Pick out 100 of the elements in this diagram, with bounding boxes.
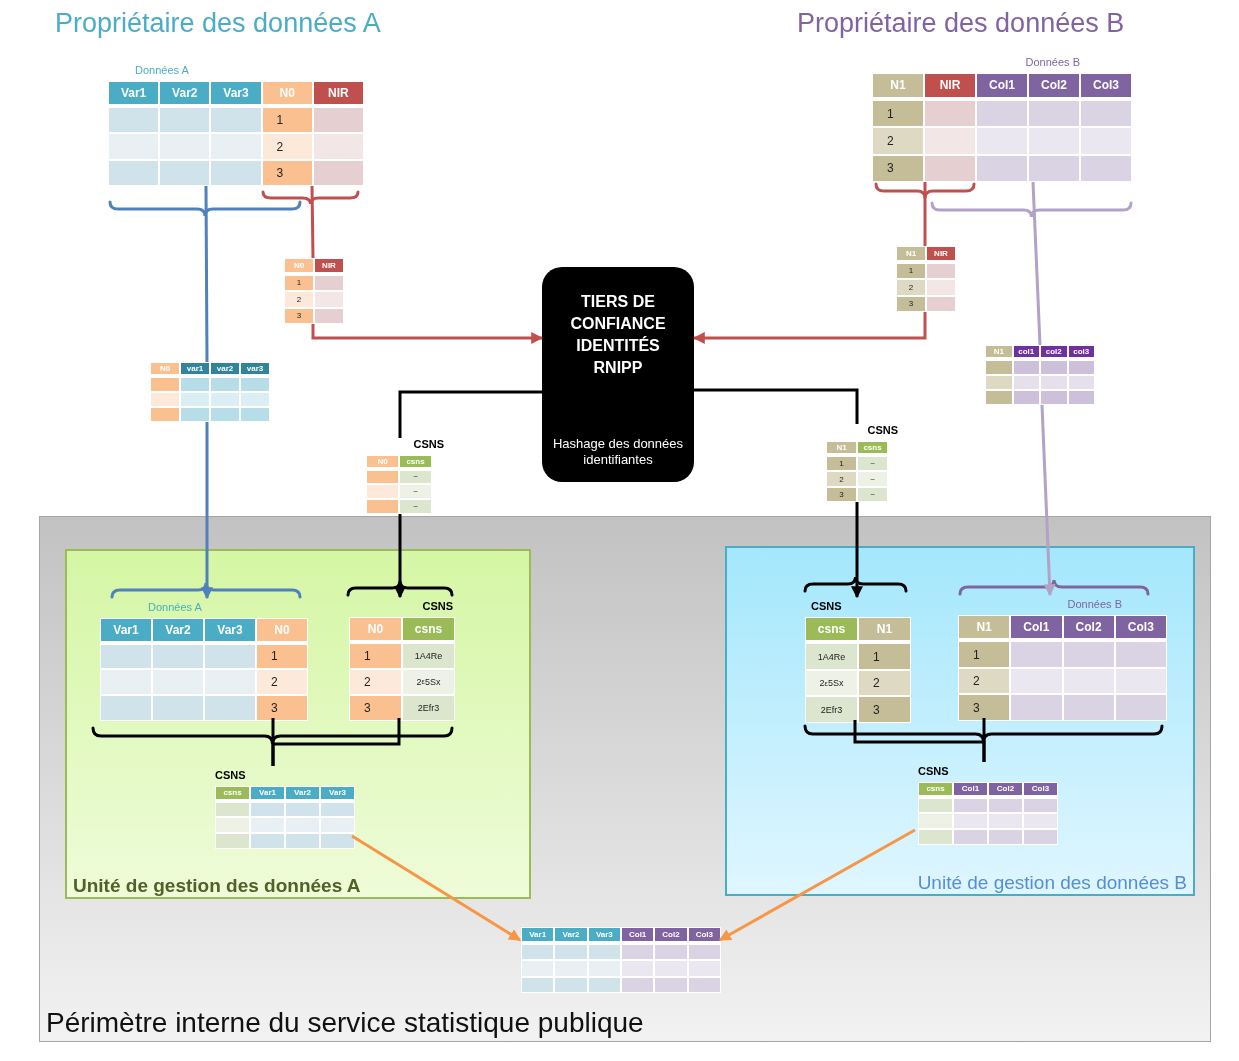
column-header: NIR bbox=[313, 81, 363, 105]
table-caption: CSNS bbox=[918, 765, 949, 777]
table-caption: Données A bbox=[135, 64, 189, 76]
table-cell: 2 bbox=[350, 669, 401, 694]
arrow bbox=[394, 514, 406, 599]
table-caption: CSNS bbox=[215, 769, 246, 781]
table-caption: CSNS bbox=[867, 424, 898, 436]
table-cell: ~ bbox=[400, 470, 431, 484]
column-header: var3 bbox=[241, 363, 269, 374]
table-cell: 3 bbox=[350, 695, 401, 720]
column-header: var1 bbox=[181, 363, 209, 374]
column-header: Var3 bbox=[205, 618, 255, 641]
table-cell: 2 bbox=[827, 472, 856, 486]
region-area bbox=[65, 549, 531, 899]
column-header: N0 bbox=[262, 81, 312, 105]
table-cell: ~ bbox=[400, 500, 431, 513]
column-header: Col2 bbox=[989, 782, 1022, 795]
box-title: TIERS DE CONFIANCE IDENTITÉS RNIPP bbox=[569, 292, 667, 378]
table-caption: Données B bbox=[1025, 56, 1080, 68]
table-cell: 2 bbox=[285, 292, 313, 307]
table-cell: 1A4Re bbox=[403, 643, 454, 668]
region-area bbox=[39, 516, 1211, 1042]
column-header: N0 bbox=[257, 618, 307, 641]
connector-line bbox=[982, 718, 986, 762]
process-box bbox=[542, 267, 694, 482]
column-header: Var3 bbox=[321, 786, 354, 799]
column-header: csns bbox=[919, 782, 952, 795]
column-header: N0 bbox=[367, 455, 398, 467]
table-caption: Données B bbox=[1067, 598, 1122, 610]
connector-line bbox=[923, 182, 927, 246]
column-header: Col3 bbox=[1024, 782, 1057, 795]
arrow bbox=[201, 422, 213, 600]
table-cell: 1 bbox=[285, 275, 313, 290]
column-header: col1 bbox=[1013, 346, 1039, 357]
table-cell: 2 bbox=[873, 128, 923, 154]
connector-line bbox=[398, 390, 542, 438]
column-header: N1 bbox=[859, 617, 910, 641]
table-cell: 1 bbox=[350, 643, 401, 668]
column-header: csns bbox=[806, 617, 857, 641]
box-description: Hashage des données identifiantes bbox=[552, 436, 684, 468]
region-label: Périmètre interne du service statistique publique bbox=[46, 1007, 644, 1039]
table-caption: Données A bbox=[148, 601, 202, 613]
column-header: Var2 bbox=[160, 81, 210, 105]
table-cell: 3 bbox=[959, 695, 1010, 720]
column-header: var2 bbox=[211, 363, 239, 374]
table-cell: 1 bbox=[257, 644, 307, 669]
column-header: Var2 bbox=[286, 786, 319, 799]
column-header: Var3 bbox=[211, 81, 261, 105]
column-header: Var3 bbox=[588, 928, 620, 941]
table-cell: 2 bbox=[859, 670, 910, 696]
table-cell: 2 bbox=[257, 670, 307, 695]
table-cell: 2Efr3 bbox=[403, 695, 454, 720]
column-header: Col2 bbox=[1029, 73, 1079, 98]
table-cell: 3 bbox=[262, 160, 312, 185]
column-header: NIR bbox=[927, 247, 955, 260]
table-caption: CSNS bbox=[413, 438, 444, 450]
column-header: csns bbox=[403, 617, 454, 640]
table-caption: CSNS bbox=[811, 600, 842, 612]
column-header: Var1 bbox=[522, 928, 554, 941]
table-cell: 2 bbox=[897, 280, 925, 295]
table-cell: 1A4Re bbox=[806, 644, 857, 669]
arrow bbox=[718, 828, 916, 942]
column-header: N1 bbox=[986, 346, 1012, 357]
column-header: N1 bbox=[959, 615, 1010, 639]
table-cell: 1 bbox=[262, 108, 312, 133]
table-cell: 1 bbox=[859, 644, 910, 669]
column-header: NIR bbox=[315, 259, 343, 272]
table-cell: 1 bbox=[873, 101, 923, 127]
column-header: col2 bbox=[1041, 346, 1067, 357]
connector-line bbox=[271, 718, 401, 766]
column-header: Col1 bbox=[977, 73, 1027, 98]
column-header: csns bbox=[400, 455, 431, 467]
column-header: N0 bbox=[350, 617, 401, 640]
table-cell: 3 bbox=[859, 697, 910, 722]
column-header: Var2 bbox=[153, 618, 203, 641]
owner-heading: Propriétaire des données A bbox=[55, 8, 381, 39]
table-cell: ~ bbox=[400, 485, 431, 499]
column-header: Var1 bbox=[109, 81, 159, 105]
connector-line bbox=[694, 388, 859, 424]
table-cell: 3 bbox=[827, 487, 856, 501]
column-header: N0 bbox=[151, 363, 179, 374]
column-header: Col2 bbox=[1063, 615, 1114, 639]
table-cell: ~ bbox=[858, 487, 887, 501]
table-caption: CSNS bbox=[422, 600, 453, 612]
column-header: N1 bbox=[873, 73, 923, 98]
connector-line bbox=[310, 185, 315, 259]
region-label: Unité de gestion des données B bbox=[917, 872, 1187, 894]
arrow bbox=[351, 834, 521, 942]
table-cell: 1 bbox=[959, 642, 1010, 667]
table-cell: ~ bbox=[858, 472, 887, 486]
column-header: csns bbox=[216, 786, 249, 799]
column-header: N1 bbox=[897, 247, 925, 260]
column-header: N1 bbox=[827, 441, 856, 454]
table-cell: 2 bbox=[262, 134, 312, 159]
region-label: Unité de gestion des données A bbox=[73, 875, 361, 897]
column-header: csns bbox=[858, 441, 887, 454]
column-header: Col3 bbox=[1081, 73, 1131, 98]
arrow bbox=[311, 324, 544, 344]
table-cell: 2 bbox=[959, 668, 1010, 694]
arrow bbox=[1040, 404, 1056, 597]
